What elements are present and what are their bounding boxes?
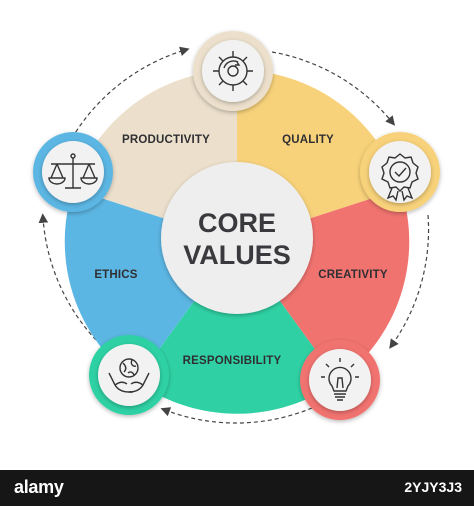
arrow-responsibility-to-ethics: [38, 213, 97, 341]
quality-badge-icon: [381, 153, 419, 202]
arrow-productivity-to-quality: [271, 51, 396, 126]
label-productivity: PRODUCTIVITY: [122, 134, 210, 146]
footer-bar: alamy 2YJY3J3: [0, 470, 474, 506]
gear-icon: [213, 51, 253, 91]
label-quality: QUALITY: [282, 134, 334, 146]
arrow-creativity-to-responsibility: [160, 407, 313, 424]
badge-creativity: [300, 340, 380, 420]
badge-inner: [369, 141, 431, 203]
badge-quality: [360, 132, 440, 212]
core-values-diagram: CORE VALUES PRODUCTIVITY QUALITY CREATIV…: [33, 31, 440, 424]
center-title-line2: VALUES: [183, 240, 291, 270]
label-responsibility: RESPONSIBILITY: [183, 355, 282, 367]
footer-logo: alamy: [14, 477, 64, 497]
arrow-quality-to-creativity: [389, 214, 430, 349]
cycle-arrows: [38, 46, 430, 424]
badge-inner: [202, 40, 264, 102]
label-ethics: ETHICS: [94, 269, 137, 281]
badge-responsibility: [89, 335, 169, 415]
arrow-ethics-to-productivity: [71, 46, 190, 139]
scales-icon: [48, 153, 98, 189]
lightbulb-icon: [321, 358, 359, 401]
center-title-line1: CORE: [198, 208, 276, 238]
badge-inner: [98, 344, 160, 406]
segments: [64, 69, 410, 414]
badge-ethics: [33, 132, 113, 212]
segment-responsibility: [136, 242, 338, 414]
footer-image-id: 2YJY3J3: [404, 479, 462, 495]
center-circle: [161, 162, 313, 314]
badge-inner: [309, 349, 371, 411]
hands-globe-icon: [108, 358, 150, 393]
label-creativity: CREATIVITY: [318, 269, 388, 281]
badge-productivity: [193, 31, 273, 111]
